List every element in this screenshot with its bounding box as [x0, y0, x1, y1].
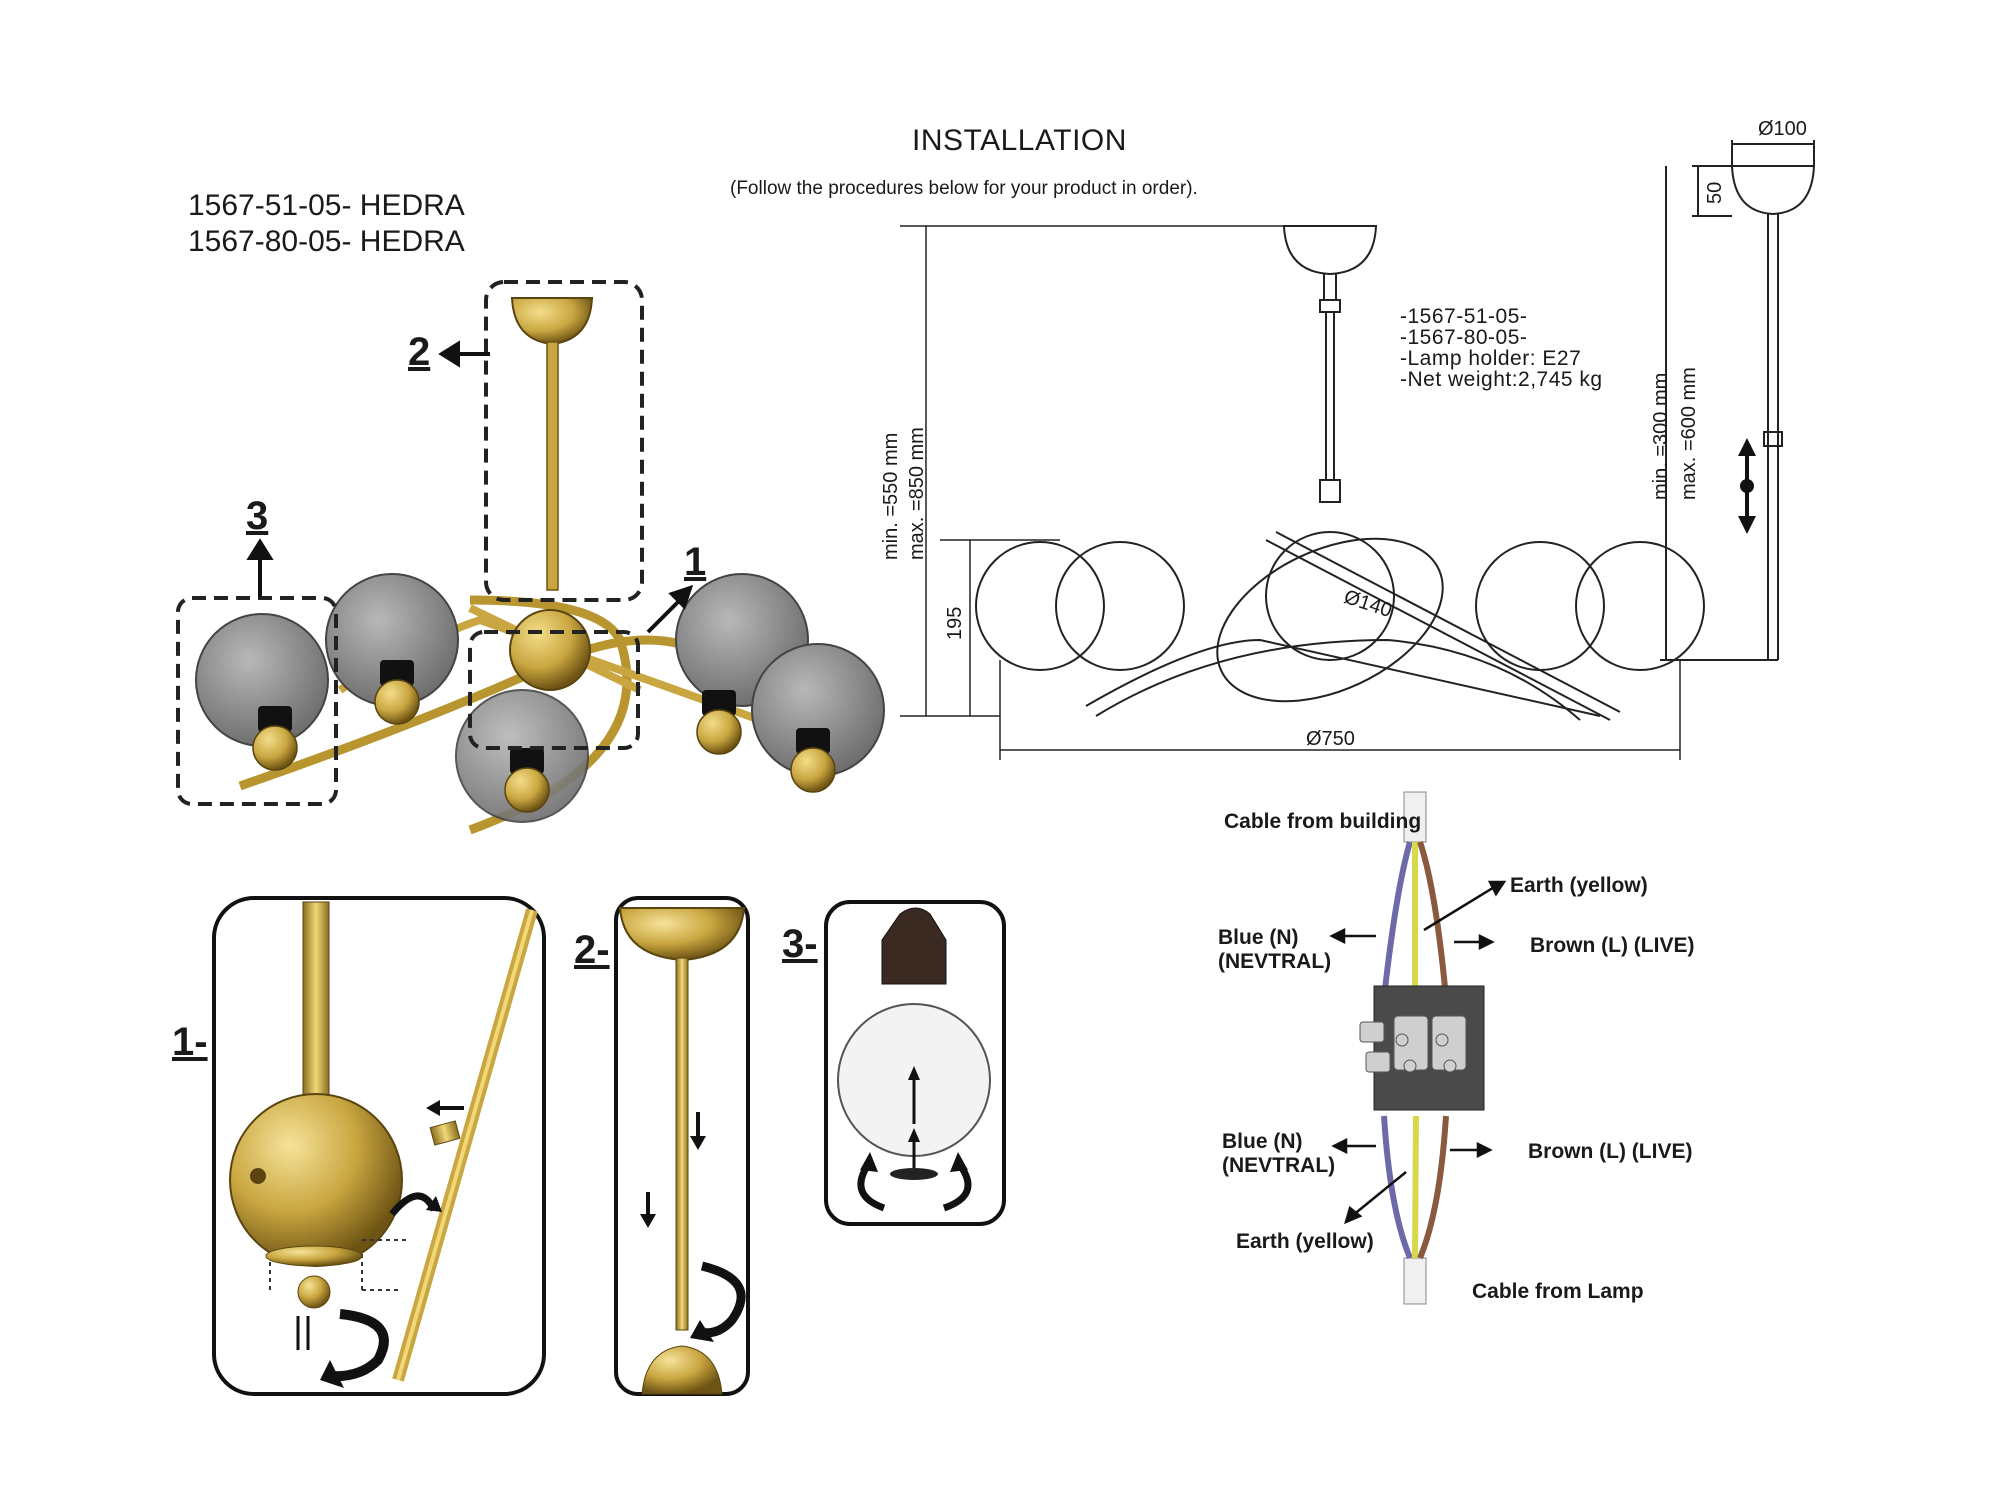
dim-canopy-height: 50: [1704, 181, 1726, 204]
callout-box-1: [468, 630, 640, 750]
center-hub: [509, 609, 591, 691]
step-1-cup: [265, 1245, 363, 1267]
model-list: 1567-51-05- HEDRA 1567-80-05- HEDRA: [188, 188, 465, 260]
dim-total-width: Ø750: [1306, 728, 1355, 750]
step-2-label: 2-: [574, 928, 610, 972]
spec-line: -1567-51-05-: [1400, 305, 1528, 328]
model-number: 1567-51-05- HEDRA: [188, 189, 465, 222]
dim-globe-height: 195: [944, 606, 966, 640]
dim-height-min: min. =550 mm: [880, 432, 902, 560]
label-blue-top: Blue (N) (NEVTRAL): [1218, 926, 1331, 974]
spec-block: -1567-51-05- -1567-80-05- -Lamp holder: …: [1400, 306, 1603, 390]
step-3-label: 3-: [782, 922, 818, 966]
callout-box-2: [484, 280, 644, 602]
step-3-socket: [881, 907, 947, 985]
dim-rod-max: max. =600 mm: [1678, 367, 1700, 500]
chandelier-overview: [176, 280, 885, 835]
callout-label-1: 1: [684, 540, 707, 584]
wiring-diagram: [1329, 791, 1507, 1305]
suspension-rod: [546, 341, 559, 591]
socket-cup-group: [252, 679, 836, 813]
step-panels: [212, 896, 1006, 1396]
canopy: [510, 297, 594, 346]
spec-line: -Lamp holder: E27: [1400, 347, 1582, 370]
label-blue-bottom-line: Blue (N): [1222, 1130, 1303, 1153]
page-title: INSTALLATION: [912, 124, 1127, 157]
spec-line: -1567-80-05-: [1400, 326, 1528, 349]
callout-label-2: 2: [408, 330, 431, 374]
label-earth-bottom: Earth (yellow): [1236, 1230, 1374, 1253]
label-brown-top: Brown (L) (LIVE): [1530, 934, 1695, 957]
label-blue-bottom-line: (NEVTRAL): [1222, 1154, 1336, 1177]
label-blue-top-line: (NEVTRAL): [1218, 950, 1332, 973]
label-cable-building: Cable from building: [1224, 810, 1422, 833]
label-earth-top: Earth (yellow): [1510, 874, 1648, 897]
label-blue-top-line: Blue (N): [1218, 926, 1299, 949]
label-brown-bottom: Brown (L) (LIVE): [1528, 1140, 1693, 1163]
terminal-block: [1373, 985, 1485, 1111]
label-cable-lamp: Cable from Lamp: [1472, 1280, 1644, 1303]
spec-line: -Net weight:2,745 kg: [1400, 368, 1603, 391]
dim-height-max: max. =850 mm: [906, 427, 928, 560]
step-1-label: 1-: [172, 1020, 208, 1064]
socket-group: [258, 660, 830, 774]
technical-drawing: [900, 140, 1816, 760]
callout-label-3: 3: [246, 494, 269, 538]
dim-rod-min: min. =300 mm: [1650, 372, 1672, 500]
dim-canopy-diameter: Ø100: [1758, 118, 1807, 140]
label-blue-bottom: Blue (N) (NEVTRAL): [1222, 1130, 1335, 1178]
page-subtitle: (Follow the procedures below for your pr…: [730, 178, 1198, 199]
model-number: 1567-80-05- HEDRA: [188, 225, 465, 258]
